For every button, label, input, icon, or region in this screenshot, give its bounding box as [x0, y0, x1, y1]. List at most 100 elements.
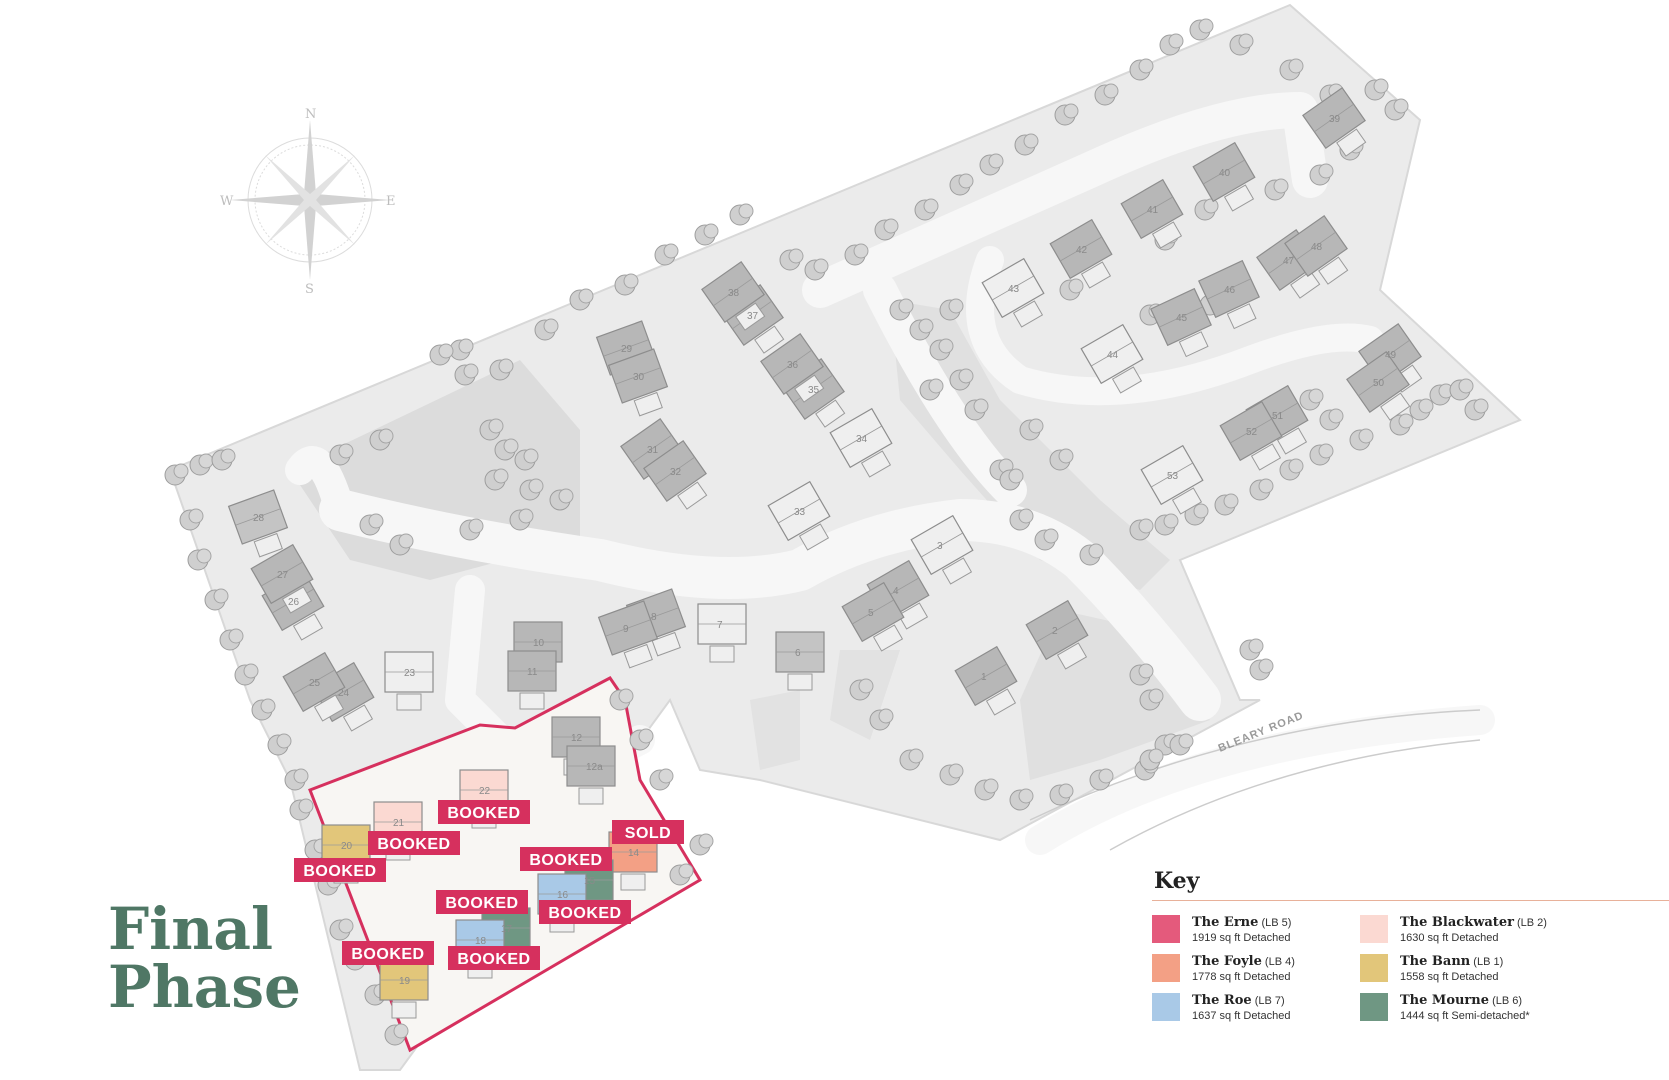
plot-number: 51 — [1272, 411, 1284, 422]
house-plot-45[interactable] — [1149, 287, 1219, 362]
tree — [1318, 163, 1334, 179]
tree — [1148, 688, 1164, 704]
status-label: BOOKED — [457, 951, 530, 968]
tree — [493, 468, 509, 484]
house-plot-50[interactable] — [1346, 351, 1420, 427]
plot-number: 11 — [527, 667, 538, 678]
tree — [858, 678, 874, 694]
plot-number: 3 — [937, 541, 943, 552]
plot-number: 12 — [571, 733, 583, 744]
tree — [463, 363, 479, 379]
plot-number: 37 — [747, 311, 759, 322]
tree — [973, 398, 989, 414]
booked-badge: BOOKED — [539, 900, 631, 924]
house-plot-28[interactable] — [227, 489, 294, 561]
tree — [198, 453, 214, 469]
plot-number: 33 — [794, 507, 806, 518]
booked-badge: BOOKED — [294, 858, 386, 882]
house-plot-52[interactable] — [1219, 400, 1291, 476]
house-plot-9[interactable] — [597, 600, 664, 672]
house-plot-2[interactable] — [1025, 599, 1097, 675]
plot-number: 5 — [868, 608, 874, 619]
legend-house-desc: 1558 sq ft Detached — [1400, 971, 1499, 983]
house-plot-7[interactable] — [697, 603, 747, 663]
plot-number: 7 — [717, 620, 723, 631]
house-plot-38[interactable] — [701, 261, 775, 337]
tree — [468, 518, 484, 534]
tree — [1068, 278, 1084, 294]
house-plot-19[interactable] — [379, 959, 429, 1019]
compass-n: N — [305, 107, 316, 122]
house-plot-34[interactable] — [829, 407, 901, 483]
house-plot-48[interactable] — [1284, 215, 1358, 291]
house-plot-11[interactable] — [507, 650, 557, 710]
tree — [908, 748, 924, 764]
house-plot-27[interactable] — [250, 543, 322, 619]
legend-house-desc: 1630 sq ft Detached — [1400, 932, 1499, 944]
plot-number: 18 — [475, 936, 487, 947]
legend-text: The Blackwater (LB 2)1630 sq ft Detached — [1400, 915, 1547, 945]
plot-number: 32 — [670, 467, 682, 478]
legend-text: The Foyle (LB 4)1778 sq ft Detached — [1192, 954, 1295, 984]
tree — [1193, 503, 1209, 519]
tree — [1043, 528, 1059, 544]
tree — [928, 378, 944, 394]
tree — [1418, 398, 1434, 414]
plot-number: 15 — [584, 876, 596, 887]
tree — [618, 688, 634, 704]
house-plot-25[interactable] — [282, 651, 354, 727]
tree — [1358, 428, 1374, 444]
legend-swatch — [1360, 915, 1388, 943]
tree — [788, 248, 804, 264]
plot-labels: 12345678910111212a1415161718192021222324… — [253, 114, 1397, 987]
title-line-2: Phase — [108, 953, 301, 1021]
legend-swatch — [1152, 993, 1180, 1021]
booked-badge: BOOKED — [448, 946, 540, 970]
house-plot-39[interactable] — [1302, 87, 1376, 163]
plot-number: 44 — [1107, 350, 1119, 361]
tree — [923, 198, 939, 214]
tree — [938, 338, 954, 354]
house-plot-6[interactable] — [775, 631, 825, 691]
house-plot-43[interactable] — [981, 257, 1053, 333]
house-plot-53[interactable] — [1140, 444, 1212, 520]
plot-number: 29 — [621, 344, 633, 355]
house-plot-3[interactable] — [910, 514, 982, 590]
plot-number: 38 — [728, 288, 740, 299]
tree — [228, 628, 244, 644]
tree — [298, 798, 314, 814]
legend-house-desc: 1444 sq ft Semi-detached* — [1400, 1010, 1530, 1022]
tree — [1318, 443, 1334, 459]
plot-number: 21 — [393, 818, 405, 829]
tree — [518, 508, 534, 524]
house-plot-32[interactable] — [643, 440, 717, 516]
plot-number: 43 — [1008, 284, 1020, 295]
plot-number: 9 — [623, 624, 629, 635]
tree — [1248, 638, 1264, 654]
tree — [503, 438, 519, 454]
house-plot-41[interactable] — [1120, 178, 1192, 254]
house-plot-30[interactable] — [607, 348, 674, 420]
house-plot-1[interactable] — [954, 645, 1026, 721]
tree — [958, 173, 974, 189]
house-plot-46[interactable] — [1197, 259, 1267, 334]
house-plot-36[interactable] — [760, 333, 834, 409]
legend-house-desc: 1778 sq ft Detached — [1192, 971, 1291, 983]
tree — [1018, 508, 1034, 524]
legend-item: The Foyle (LB 4)1778 sq ft Detached — [1152, 954, 1360, 984]
house-plot-42[interactable] — [1049, 218, 1121, 294]
tree — [1008, 468, 1024, 484]
tree — [220, 448, 236, 464]
tree — [196, 548, 212, 564]
house-plot-33[interactable] — [767, 480, 839, 556]
house-plot-5[interactable] — [841, 581, 913, 657]
tree — [1258, 658, 1274, 674]
tree — [1023, 133, 1039, 149]
house-plot-40[interactable] — [1192, 141, 1264, 217]
house-plot-23[interactable] — [384, 651, 434, 711]
house-plot-44[interactable] — [1080, 323, 1152, 399]
house-plot-12a[interactable] — [566, 745, 616, 805]
plot-number: 27 — [277, 570, 289, 581]
